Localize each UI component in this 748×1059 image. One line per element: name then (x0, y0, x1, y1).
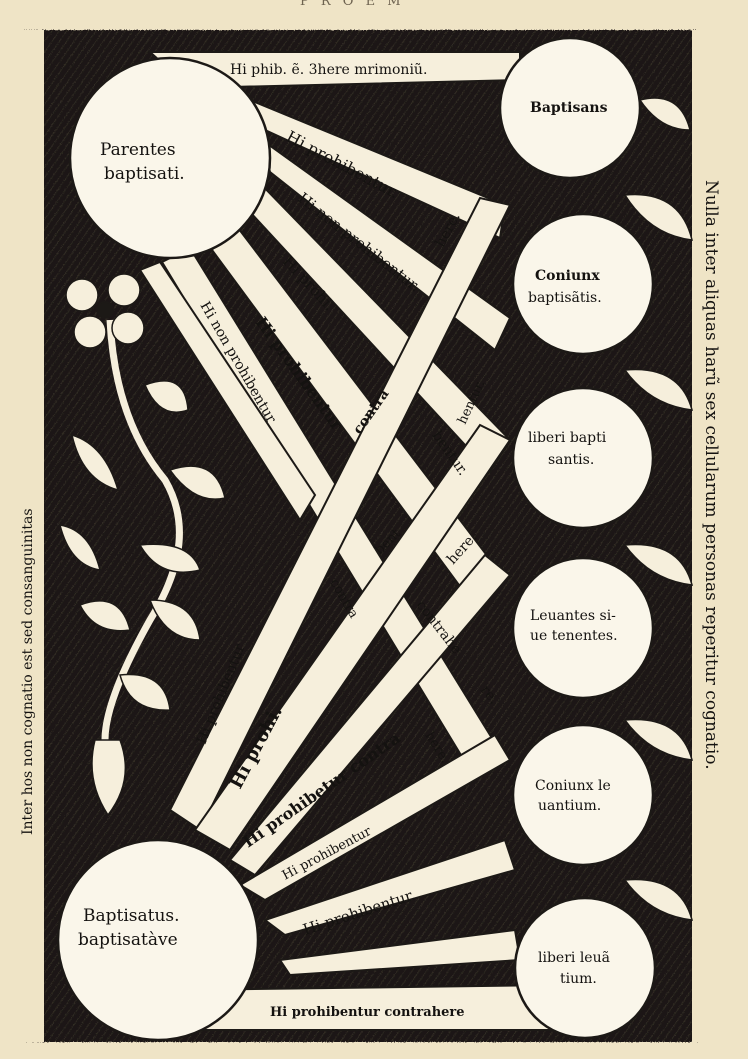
leaf-6 (623, 878, 694, 921)
flower-icon (65, 273, 145, 349)
right-leaves (623, 97, 694, 921)
leaf-icon (70, 433, 120, 492)
node-baptized (56, 838, 260, 1042)
left-margin-text: Inter hos non cognatio est sed consangui… (20, 508, 36, 835)
band-b-1 (168, 196, 512, 832)
node-parents-line2: baptisati. (104, 164, 185, 184)
node-baptized-line2: baptisatàve (78, 930, 178, 950)
band-b-4 (238, 733, 512, 902)
node-right-5-line2: uantium. (538, 798, 601, 814)
leaf-1 (638, 97, 691, 131)
right-margin-strip (692, 30, 748, 1042)
band-to-liberi-leuant (138, 260, 317, 522)
leaf-3 (623, 368, 694, 411)
leaf-5 (623, 718, 694, 761)
band-b-3 (228, 553, 512, 877)
left-margin-strip (0, 30, 44, 1042)
node-right-5-line1: Coniunx le (535, 778, 611, 794)
node-circles (56, 36, 657, 1042)
leaf-icon (168, 465, 226, 500)
node-baptized-line1: Baptisatus. (83, 906, 180, 926)
node-right-3 (511, 386, 655, 530)
node-parents-line1: Parentes (100, 140, 176, 160)
node-right-1-line1: Baptisans (530, 100, 608, 116)
flower-vine (58, 273, 226, 817)
leaf-icon (148, 599, 201, 641)
node-right-4-line2: ue tenentes. (530, 628, 618, 644)
node-right-4-line1: Leuantes si- (530, 608, 616, 624)
leaf-4 (623, 543, 694, 586)
leaf-icon (58, 524, 102, 571)
page-header: P R O E M (300, 0, 405, 9)
node-right-2-line1: Coniunx (535, 268, 600, 284)
leaf-2 (623, 193, 693, 241)
top-band-label: Hi phib. ẽ. 3here mrimoniũ. (230, 62, 427, 78)
node-right-6-line1: liberi leuã (538, 950, 610, 966)
vine-stem (101, 319, 183, 741)
node-right-2 (511, 212, 655, 356)
node-right-6-line2: tium. (560, 971, 597, 987)
leaf-icon (144, 380, 189, 413)
node-right-4 (511, 556, 655, 700)
node-right-2-line2: baptisãtis. (528, 290, 602, 306)
node-right-3-line2: santis. (548, 452, 594, 468)
right-margin-text: Nulla inter aliquas harũ sex cellularum … (701, 180, 721, 770)
node-right-1 (498, 36, 642, 180)
node-right-6 (513, 896, 657, 1040)
node-parents (68, 56, 272, 260)
leaf-icon (119, 673, 171, 711)
leaf-icon (78, 600, 131, 632)
bottom-band-label: Hi prohibentur contrahere (270, 1005, 465, 1020)
node-right-3-line1: liberi bapti (528, 430, 607, 446)
band-b-5 (262, 838, 517, 937)
leaf-icon (138, 543, 201, 573)
node-right-5 (511, 723, 655, 867)
bands-from-baptized (168, 196, 522, 977)
bud-icon (91, 739, 127, 817)
band-b-2 (193, 423, 512, 852)
